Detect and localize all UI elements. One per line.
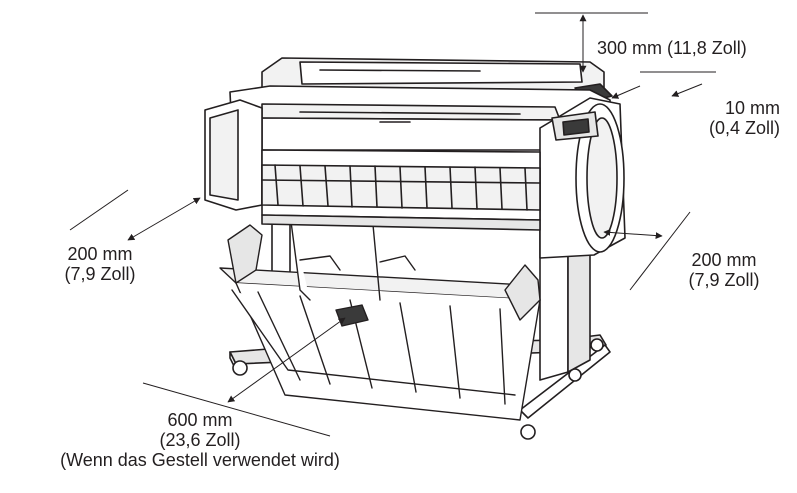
left-clearance-value: 200 mm — [67, 244, 133, 264]
printer-with-stand-illustration — [204, 57, 626, 440]
left-reference-line — [69, 189, 129, 231]
right-reference-line — [629, 211, 691, 291]
left-clearance-value-inch: (7,9 Zoll) — [64, 264, 136, 284]
back-clearance-label: 10 mm (0,4 Zoll) — [660, 98, 780, 138]
caster-wheel — [590, 338, 604, 352]
front-reference-line — [142, 382, 331, 437]
dimension-arrow — [227, 317, 346, 403]
paper-basket — [219, 213, 541, 421]
front-clearance-value-inch: (23,6 Zoll) — [159, 430, 241, 450]
dimension-arrow — [127, 197, 201, 241]
left-clearance-label: 200 mm (7,9 Zoll) — [40, 244, 160, 284]
right-clearance-value: 200 mm — [691, 250, 757, 270]
right-clearance-label: 200 mm (7,9 Zoll) — [664, 250, 784, 290]
front-clearance-value: 600 mm — [167, 410, 233, 430]
printer-rear-section — [261, 57, 613, 103]
dimension-lines — [69, 12, 716, 437]
caster-wheel — [520, 424, 536, 440]
top-clearance-value: 300 mm (11,8 Zoll) — [597, 38, 747, 58]
back-clearance-value-inch: (0,4 Zoll) — [708, 118, 780, 138]
printer-main-body — [204, 85, 626, 259]
dimension-arrow — [611, 85, 641, 99]
top-clearance-label: 300 mm (11,8 Zoll) — [597, 38, 747, 58]
right-clearance-value-inch: (7,9 Zoll) — [688, 270, 760, 290]
caster-wheel — [232, 360, 248, 376]
dimension-arrow — [671, 83, 703, 97]
back-clearance-value: 10 mm — [724, 98, 780, 118]
dimension-arrow — [603, 228, 663, 240]
front-clearance-label: 600 mm (23,6 Zoll) (Wenn das Gestell ver… — [0, 410, 400, 470]
front-clearance-note: (Wenn das Gestell verwendet wird) — [60, 450, 340, 470]
